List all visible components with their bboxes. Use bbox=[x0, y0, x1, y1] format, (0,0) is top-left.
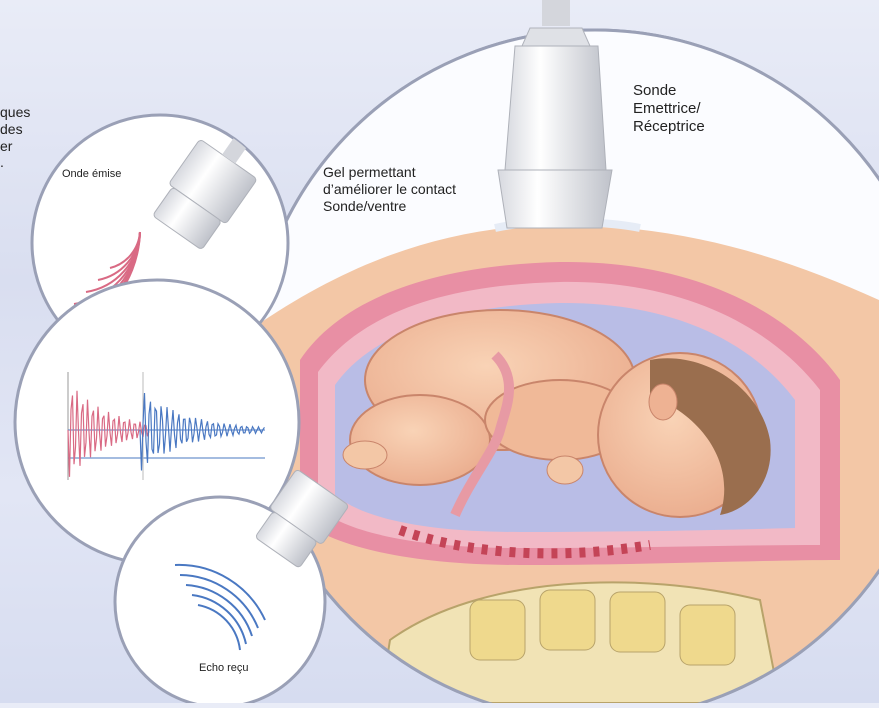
probe-label: Sonde Emettrice/ Réceptrice bbox=[633, 82, 705, 136]
gel-label: Gel permettant d’améliorer le contact So… bbox=[323, 164, 456, 214]
cut-off-text: ques des er . bbox=[0, 104, 30, 171]
echo-received-label: Echo reçu bbox=[199, 662, 249, 675]
emitted-wave-label: Onde émise bbox=[62, 168, 121, 181]
